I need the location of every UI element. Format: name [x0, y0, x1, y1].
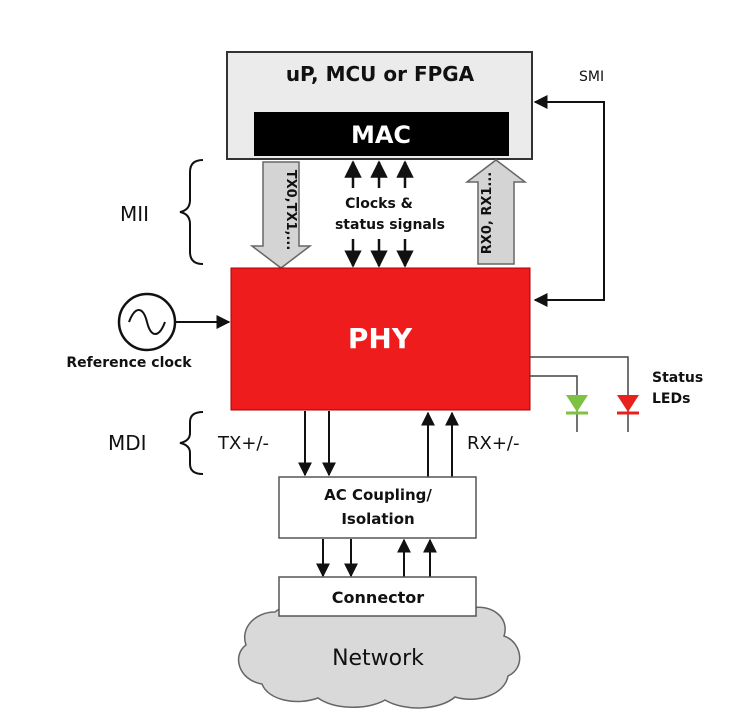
led-line-red	[530, 356, 629, 432]
connector-label: Connector	[332, 588, 424, 607]
tx-pair-label: TX+/-	[217, 433, 269, 454]
clocks-label-line2: status signals	[335, 217, 445, 233]
processor-label: uP, MCU or FPGA	[286, 62, 475, 86]
smi-connection	[533, 95, 605, 307]
led-line-green	[530, 375, 578, 432]
mdi-label: MDI	[108, 431, 147, 455]
clocks-label-line1: Clocks &	[345, 196, 413, 212]
tx-bus-arrow	[249, 161, 313, 269]
sine-wave-icon	[128, 309, 166, 335]
connector-block	[278, 576, 477, 617]
rx-pair-label: RX+/-	[467, 433, 519, 454]
smi-label: SMI	[579, 69, 604, 85]
mdi-brace	[179, 411, 204, 475]
ac-coupling-label-line2: Isolation	[341, 510, 414, 528]
mii-brace	[179, 159, 204, 265]
ac-coupling-block	[278, 476, 477, 539]
mii-label: MII	[120, 202, 149, 226]
ac-coupling-label-line1: AC Coupling/	[324, 486, 432, 504]
rx-bus-arrow	[464, 159, 528, 265]
mac-label: MAC	[351, 121, 411, 149]
status-leds-label-line1: Status	[652, 370, 703, 386]
green-led-icon	[566, 395, 588, 412]
mac-block	[254, 112, 509, 156]
tx-bus-label: TX0,TX1,...	[283, 170, 298, 251]
network-label: Network	[332, 646, 424, 671]
red-led-icon	[617, 395, 639, 412]
reference-clock-label: Reference clock	[66, 355, 192, 371]
rx-bus-label: RX0, RX1...	[480, 172, 495, 254]
phy-block	[230, 267, 531, 411]
phy-label: PHY	[348, 322, 413, 355]
status-leds-label-line2: LEDs	[652, 391, 690, 407]
